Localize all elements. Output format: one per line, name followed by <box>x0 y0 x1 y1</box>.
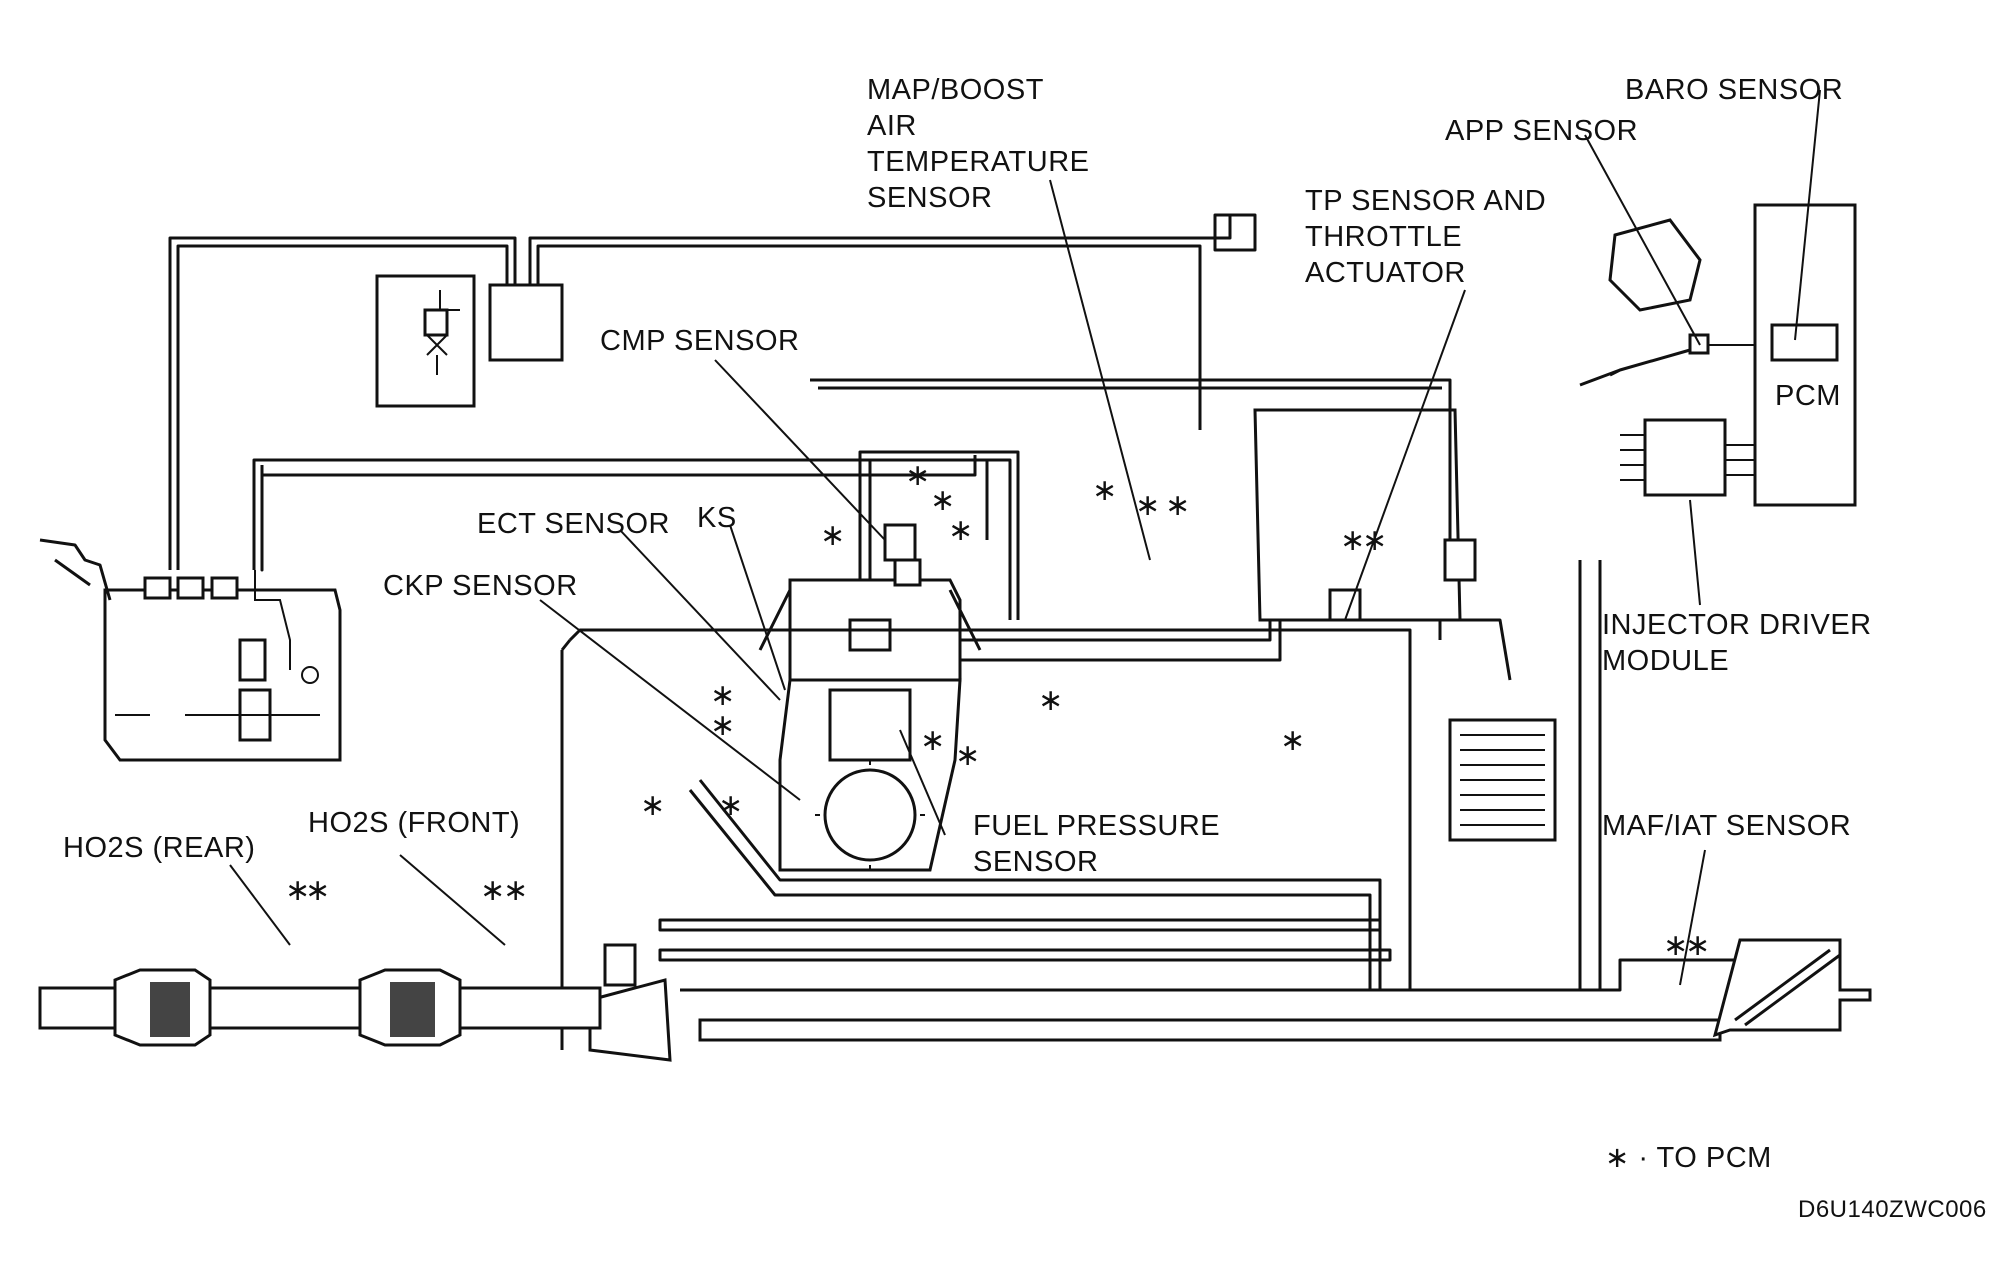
svg-text:∗: ∗ <box>948 513 973 548</box>
svg-text:∗: ∗ <box>1092 473 1117 508</box>
label-fuel-pressure-sensor: FUEL PRESSURE SENSOR <box>973 810 1221 878</box>
figure-code: D6U140ZWC006 <box>1798 1196 1987 1223</box>
injector-driver-box <box>1643 418 1727 497</box>
svg-text:∗: ∗ <box>920 723 945 758</box>
fuel-tank <box>39 455 989 762</box>
exhaust-system <box>38 938 1872 1047</box>
label-tp-sensor: TP SENSOR AND THROTTLE ACTUATOR <box>1305 185 1547 289</box>
crank-reluctor-wheel <box>823 768 917 862</box>
air-cleaner <box>1712 938 1872 1038</box>
svg-text:∗: ∗ <box>718 788 743 823</box>
label-injector-driver-module: INJECTOR DRIVER MODULE <box>1602 609 1872 677</box>
label-ho2s-rear: HO2S (REAR) <box>63 832 256 864</box>
label-ks: KS <box>697 502 737 534</box>
baro-sensor-box <box>1770 323 1839 362</box>
evap-lines <box>168 213 1257 570</box>
svg-text:∗: ∗ <box>1038 683 1063 718</box>
pcm-connection-markers: ∗ ∗ ∗ ∗ ∗ ∗ ∗ ∗ ∗ ∗ ∗ ∗ ∗ ∗ ∗ ∗ ∗ ∗ ∗ ∗ … <box>285 458 1710 963</box>
label-maf-iat-sensor: MAF/IAT SENSOR <box>1602 810 1852 842</box>
turbo-and-pipes <box>560 538 1780 1062</box>
svg-text:∗: ∗ <box>1685 928 1710 963</box>
svg-text:∗: ∗ <box>710 678 735 713</box>
turbocharger <box>588 978 672 1062</box>
label-baro-sensor: BARO SENSOR <box>1625 74 1844 106</box>
canister-box <box>488 283 564 362</box>
label-ect-sensor: ECT SENSOR <box>477 508 671 540</box>
svg-text:∗: ∗ <box>640 788 665 823</box>
svg-text:∗: ∗ <box>503 873 528 908</box>
label-ckp-sensor: CKP SENSOR <box>383 570 578 602</box>
svg-text:∗: ∗ <box>1165 488 1190 523</box>
svg-text:∗: ∗ <box>285 873 310 908</box>
label-cmp-sensor: CMP SENSOR <box>600 325 800 357</box>
pcm-area <box>1579 203 1857 507</box>
label-map-boost-sensor: MAP/BOOST AIR TEMPERATURE SENSOR <box>867 74 1090 214</box>
svg-text:∗: ∗ <box>905 458 930 493</box>
intake-system <box>810 378 1557 842</box>
svg-text:∗: ∗ <box>710 708 735 743</box>
svg-text:∗: ∗ <box>305 873 330 908</box>
svg-text:∗: ∗ <box>1280 723 1305 758</box>
svg-text:∗: ∗ <box>1135 488 1160 523</box>
leader-lines <box>229 89 1821 986</box>
svg-text:∗: ∗ <box>930 483 955 518</box>
legend-to-pcm: ∗ · TO PCM <box>1605 1142 1772 1174</box>
label-ho2s-front: HO2S (FRONT) <box>308 807 521 839</box>
svg-text:∗: ∗ <box>820 518 845 553</box>
purge-solenoid-box <box>375 274 476 408</box>
svg-text:∗: ∗ <box>955 738 980 773</box>
svg-text:∗: ∗ <box>1362 523 1387 558</box>
svg-text:∗: ∗ <box>480 873 505 908</box>
svg-text:∗: ∗ <box>1663 928 1688 963</box>
label-app-sensor: APP SENSOR <box>1445 115 1639 147</box>
svg-text:∗: ∗ <box>1340 523 1365 558</box>
label-pcm: PCM <box>1775 380 1841 412</box>
throttle-actuator-motor <box>1328 588 1362 622</box>
